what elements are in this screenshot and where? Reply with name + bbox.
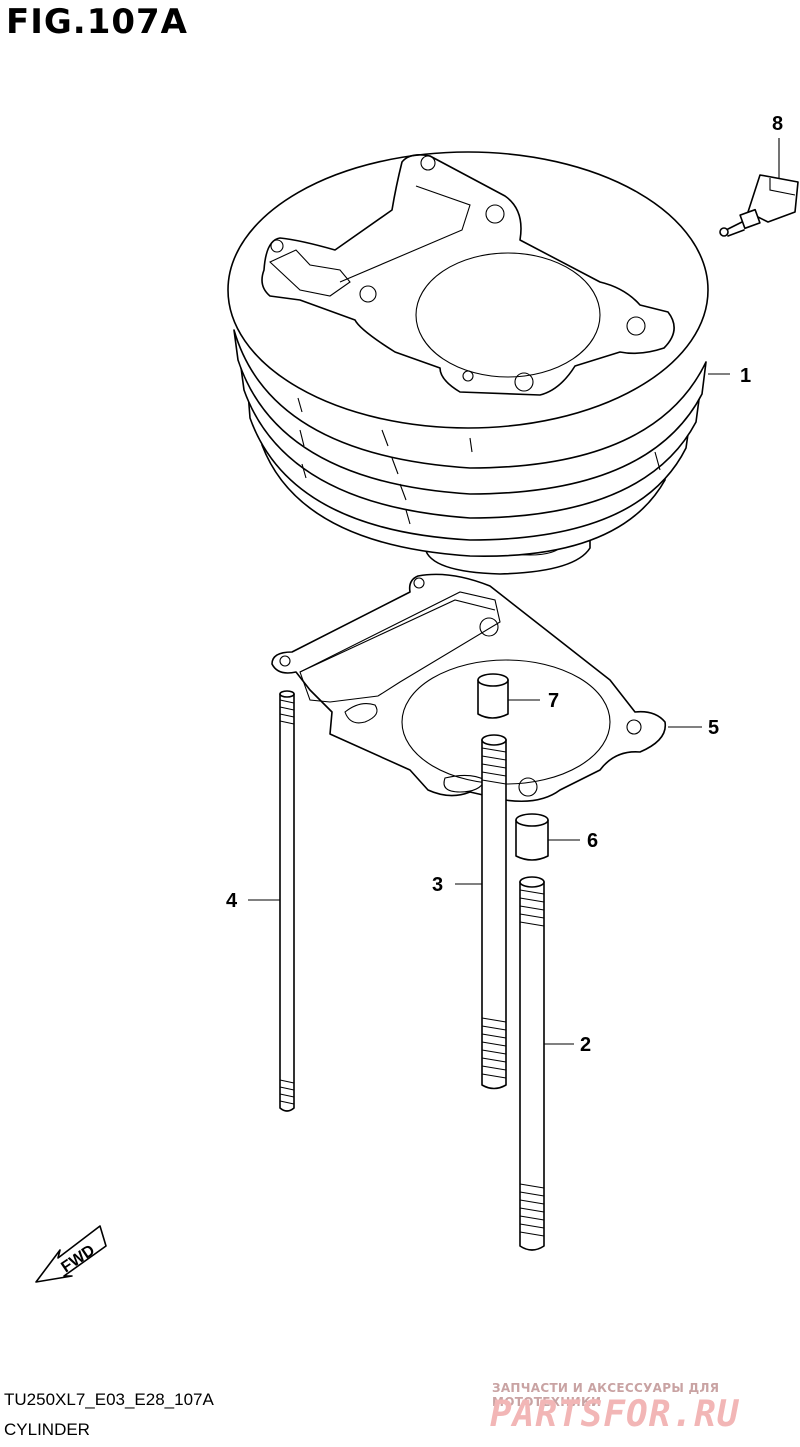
watermark-tagline: ЗАПЧАСТИ И АКСЕССУАРЫ ДЛЯ МОТОТЕХНИКИ — [492, 1381, 720, 1409]
callout-2: 2 — [580, 1034, 591, 1056]
figure-title: FIG.107A — [6, 2, 188, 42]
diagram-code: TU250XL7_E03_E28_107A — [4, 1390, 214, 1409]
dowel-pin-7-part[interactable] — [477, 673, 509, 719]
diagram-caption: CYLINDER — [4, 1420, 90, 1439]
watermark-brand: PARTSFOR.RU — [490, 1394, 740, 1435]
callout-1: 1 — [740, 365, 751, 387]
stud-bolt-long-part[interactable] — [519, 876, 545, 1251]
cylinder-base-gasket-part[interactable] — [271, 573, 667, 803]
callout-4: 4 — [226, 890, 238, 912]
cylinder-part[interactable] — [227, 151, 709, 575]
forward-arrow-icon: FWD — [35, 1225, 107, 1283]
dowel-pin-6-part[interactable] — [515, 813, 549, 861]
callout-6: 6 — [587, 830, 598, 852]
callout-5: 5 — [708, 717, 719, 739]
callout-8: 8 — [772, 113, 783, 135]
callout-3: 3 — [432, 874, 443, 896]
stud-bolt-short-part[interactable] — [481, 734, 507, 1090]
temperature-sensor-part[interactable] — [719, 174, 799, 237]
callout-7: 7 — [548, 690, 559, 712]
stud-bolt-thin-part[interactable] — [279, 690, 295, 1112]
leader-lines — [248, 138, 780, 1045]
